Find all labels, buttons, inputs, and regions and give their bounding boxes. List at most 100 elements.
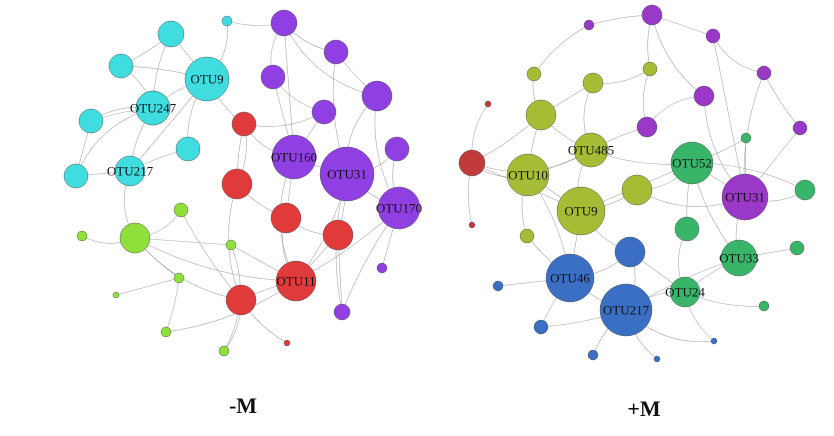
network-node	[323, 39, 349, 65]
node-otu52	[670, 141, 714, 185]
network-node	[582, 72, 604, 94]
network-node	[705, 28, 721, 44]
node-otu485	[573, 132, 609, 168]
node-label-otu33: OTU33	[719, 251, 759, 266]
node-otu217	[599, 283, 653, 337]
network-node	[621, 174, 653, 206]
node-label-otu31: OTU31	[725, 190, 765, 205]
node-label-otu160: OTU160	[271, 150, 317, 165]
network-node	[173, 202, 189, 218]
node-label-otu52: OTU52	[672, 156, 712, 171]
network-edge	[712, 35, 746, 198]
network-node	[653, 355, 661, 363]
network-node	[63, 163, 89, 189]
network-node	[270, 9, 298, 37]
node-label-otu485: OTU485	[568, 143, 614, 158]
node-otu9	[556, 186, 606, 236]
node-otu247	[135, 90, 171, 126]
network-node	[218, 345, 230, 357]
network-node	[384, 136, 410, 162]
node-otu46	[545, 253, 595, 303]
node-label-otu217: OTU217	[603, 303, 650, 318]
network-node	[78, 108, 104, 134]
network-node	[225, 239, 237, 251]
network-node	[173, 272, 185, 284]
node-otu31	[319, 146, 375, 202]
network-node	[322, 219, 354, 251]
network-edge	[533, 24, 590, 75]
network-node	[526, 66, 542, 82]
node-otu11	[275, 260, 317, 302]
network-edge	[165, 277, 180, 333]
network-node	[458, 149, 486, 177]
network-node	[260, 64, 286, 90]
node-otu160	[271, 134, 317, 180]
network-node	[283, 339, 291, 347]
node-otu10	[506, 153, 550, 197]
node-label-otu46: OTU46	[550, 271, 590, 286]
network-node	[484, 100, 492, 108]
network-node	[231, 111, 257, 137]
panel-caption-plus-m: +M	[627, 396, 661, 421]
network-node	[710, 337, 718, 345]
network-node	[533, 319, 549, 335]
network-edge	[134, 237, 297, 282]
panel-caption-minus-m: -M	[229, 393, 257, 418]
network-node	[525, 99, 557, 131]
network-node	[740, 132, 752, 144]
network-node	[587, 349, 599, 361]
network-node	[614, 236, 646, 268]
network-edge	[180, 209, 242, 301]
network-node	[519, 228, 535, 244]
network-node	[792, 120, 808, 136]
node-otu33	[720, 239, 758, 277]
node-label-otu247: OTU247	[130, 101, 177, 116]
network-node	[756, 65, 772, 81]
network-node	[119, 222, 151, 254]
network-node	[794, 179, 816, 201]
network-node	[376, 262, 388, 274]
network-node	[674, 216, 700, 242]
network-node	[76, 230, 88, 242]
network-edge	[651, 14, 705, 97]
network-node	[636, 116, 658, 138]
node-label-otu170: OTU170	[376, 201, 422, 216]
network-node	[693, 85, 715, 107]
network-node	[642, 61, 658, 77]
node-label-otu11: OTU11	[276, 274, 315, 289]
node-label-otu31: OTU31	[327, 167, 367, 182]
network-node	[789, 240, 805, 256]
network-node	[175, 136, 201, 162]
network-node	[108, 53, 134, 79]
node-otu170	[377, 186, 421, 230]
network-node	[157, 20, 185, 48]
network-node	[641, 4, 663, 26]
network-node	[311, 99, 337, 125]
network-node	[361, 80, 393, 112]
node-label-otu9: OTU9	[190, 72, 223, 87]
network-node	[225, 284, 257, 316]
network-node	[270, 202, 302, 234]
node-label-otu10: OTU10	[508, 168, 548, 183]
network-node	[221, 15, 233, 27]
node-label-otu24: OTU24	[665, 285, 705, 300]
network-node	[160, 326, 172, 338]
network-node	[333, 303, 351, 321]
network-node	[583, 19, 595, 31]
network-node	[468, 221, 476, 229]
network-node	[112, 291, 120, 299]
network-node	[758, 300, 770, 312]
node-otu9	[184, 56, 230, 102]
node-otu31	[721, 173, 769, 221]
node-otu24	[669, 276, 701, 308]
network-node	[492, 280, 504, 292]
network-edge	[712, 35, 765, 74]
node-label-otu217: OTU217	[107, 164, 154, 179]
network-edge	[763, 72, 801, 129]
node-label-otu9: OTU9	[564, 204, 597, 219]
network-edge	[134, 237, 242, 301]
network-node	[221, 168, 253, 200]
